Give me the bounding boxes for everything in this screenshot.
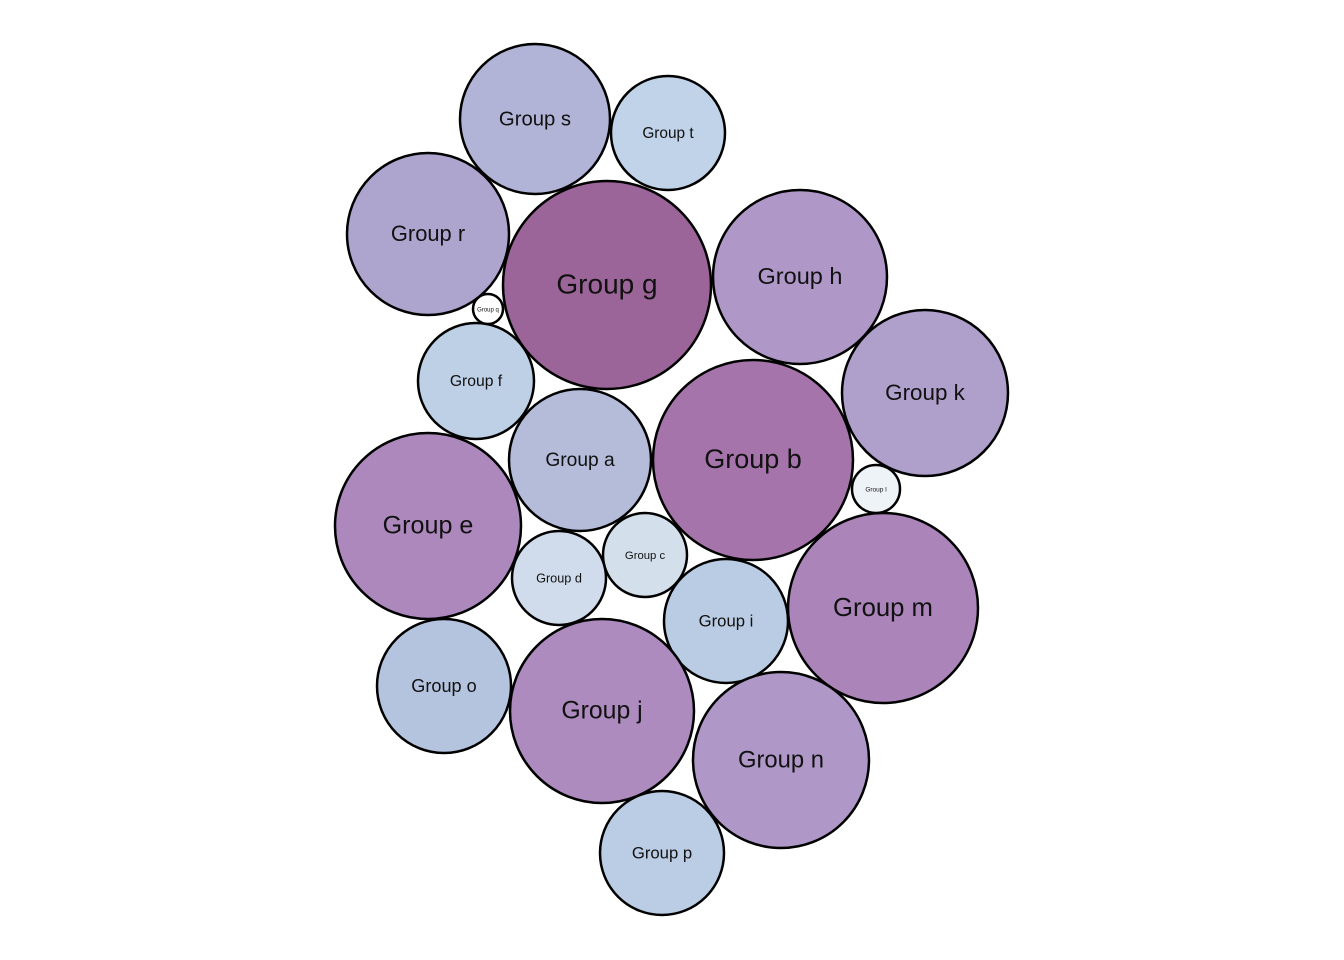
bubble-group-o <box>375 617 513 755</box>
bubble-group-n <box>691 670 871 850</box>
bubble-group-p <box>598 789 726 917</box>
bubble-group-q <box>471 292 505 326</box>
bubble-group-c <box>601 511 689 599</box>
bubble-group-g <box>501 179 713 391</box>
bubble-group-b <box>651 358 855 562</box>
bubble-group-l <box>850 463 902 515</box>
bubble-group-f <box>416 321 536 441</box>
bubble-group-a <box>507 387 653 533</box>
bubble-group-m <box>786 511 980 705</box>
bubble-group-s <box>458 42 612 196</box>
bubble-group-d <box>510 529 608 627</box>
bubble-group-e <box>333 431 523 621</box>
bubble-group-k <box>840 308 1010 478</box>
bubble-group-h <box>711 188 889 366</box>
bubble-group-t <box>609 74 727 192</box>
bubble-group-j <box>508 617 696 805</box>
bubble-group-r <box>345 151 511 317</box>
